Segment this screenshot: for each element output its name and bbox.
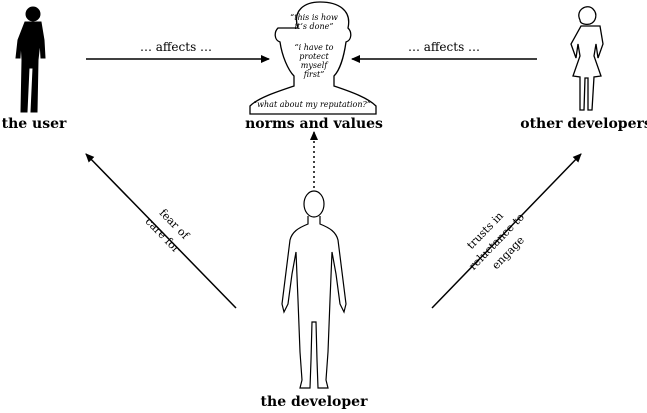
label-the-user: the user (1, 116, 67, 132)
label-the-developer: the developer (260, 394, 368, 410)
quote-this-is-how: “this is how it’s done” (290, 13, 338, 31)
quote-line: it’s done” (294, 22, 334, 31)
quote-line: first” (303, 70, 325, 79)
user-silhouette-icon (15, 6, 46, 113)
label-other-developers: other developers (520, 116, 647, 132)
label-affects-left: … affects … (139, 40, 213, 54)
quote-line: myself (300, 61, 328, 70)
woman-silhouette-icon (570, 6, 604, 111)
label-affects-right: … affects … (407, 40, 481, 54)
head-bust-icon (249, 1, 377, 115)
quote-reputation: “what about my reputation?” (253, 100, 371, 109)
quote-line: “this is how (290, 13, 338, 22)
arrow-dev-to-user (85, 153, 237, 309)
quote-line: “i have to (294, 43, 334, 52)
person-outline-icon (281, 190, 347, 389)
quote-line: “what about my reputation?” (253, 100, 371, 109)
quote-line: protect (299, 52, 329, 61)
label-norms-and-values: norms and values (245, 116, 383, 132)
quote-protect-myself: “i have to protect myself first” (295, 43, 334, 79)
arrow-dev-to-others (431, 153, 582, 309)
